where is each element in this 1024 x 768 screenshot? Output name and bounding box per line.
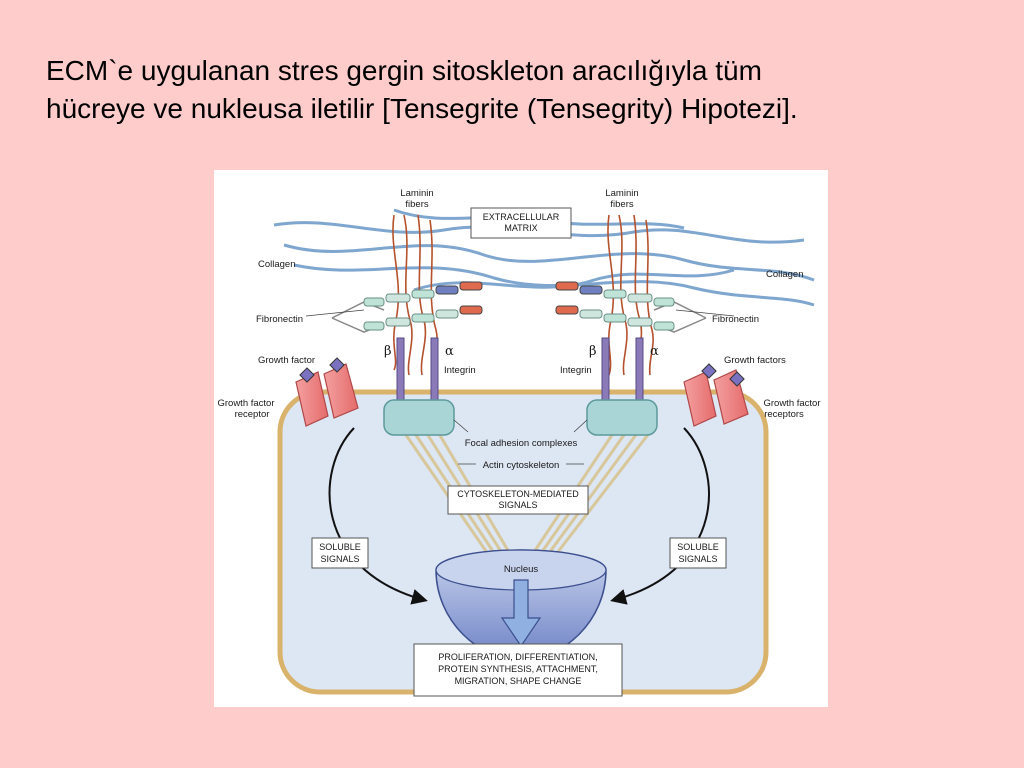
cyto-signals-box xyxy=(447,485,589,515)
nucleus-output-arrow xyxy=(500,579,542,648)
fibronectin-right xyxy=(555,281,707,333)
soluble-signals-box-right xyxy=(669,537,727,569)
beta-label-left: β xyxy=(384,344,392,359)
fibronectin-label-left: Fibronectin xyxy=(256,314,303,325)
title-line-1: ECM`e uygulanan stres gergin sitoskleton… xyxy=(46,55,762,86)
soluble-signals-right-1: SOLUBLE xyxy=(677,542,719,552)
gf-receptors-label-2: receptors xyxy=(764,409,804,420)
soluble-signal-arrow-left xyxy=(328,427,428,605)
fibronectin-left xyxy=(331,281,483,333)
nucleus-label: Nucleus xyxy=(504,564,539,575)
laminin-label-left-1: Laminin xyxy=(400,188,433,199)
ecm-label-1: EXTRACELLULAR xyxy=(483,212,560,222)
beta-label-right: β xyxy=(589,344,597,359)
outcome-box xyxy=(413,643,623,697)
outcome-label-1: PROLIFERATION, DIFFERENTIATION, xyxy=(438,652,597,662)
outcome-label-3: MIGRATION, SHAPE CHANGE xyxy=(455,676,582,686)
slide-title: ECM`e uygulanan stres gergin sitoskleton… xyxy=(46,52,996,128)
gf-receptor-label-2: receptor xyxy=(235,409,270,420)
soluble-signal-arrow-right xyxy=(610,427,710,605)
soluble-signals-box-left xyxy=(311,537,369,569)
laminin-label-right-2: fibers xyxy=(610,199,633,210)
laminin-label-right-1: Laminin xyxy=(605,188,638,199)
leader-lines xyxy=(305,309,735,465)
focal-adhesion-left xyxy=(383,399,455,436)
alpha-label-right: α xyxy=(650,344,659,359)
fibronectin-label-right: Fibronectin xyxy=(712,314,759,325)
ecm-label-2: MATRIX xyxy=(504,223,537,233)
soluble-signals-left-2: SIGNALS xyxy=(320,554,359,564)
growth-factor-receptor-right xyxy=(683,363,749,427)
collagen-label-left: Collagen xyxy=(258,259,296,270)
growth-factor-receptor-left xyxy=(295,357,359,427)
outcome-label-2: PROTEIN SYNTHESIS, ATTACHMENT, xyxy=(438,664,598,674)
growth-factor-label: Growth factor xyxy=(258,355,315,366)
integrin-label-right: Integrin xyxy=(560,365,592,376)
soluble-signals-right-2: SIGNALS xyxy=(678,554,717,564)
collagen-label-right: Collagen xyxy=(766,269,804,280)
soluble-signals-left-1: SOLUBLE xyxy=(319,542,361,552)
title-line-2: hücreye ve nukleusa iletilir [Tensegrite… xyxy=(46,93,798,124)
focal-adhesion-label: Focal adhesion complexes xyxy=(465,438,578,449)
integrin-label-left: Integrin xyxy=(444,365,476,376)
laminin-label-left-2: fibers xyxy=(405,199,428,210)
actin-label: Actin cytoskeleton xyxy=(483,460,560,471)
gf-receptors-label-1: Growth factor xyxy=(763,398,820,409)
alpha-label-left: α xyxy=(445,344,454,359)
gf-receptor-label-1: Growth factor xyxy=(217,398,274,409)
ecm-box xyxy=(470,207,572,239)
focal-adhesion-right xyxy=(586,399,658,436)
diagram-canvas: Laminin fibers Laminin fibers EXTRACELLU… xyxy=(217,188,821,697)
tensegrity-diagram: Laminin fibers Laminin fibers EXTRACELLU… xyxy=(214,170,828,707)
cyto-signals-label-2: SIGNALS xyxy=(498,500,537,510)
cyto-signals-label-1: CYTOSKELETON-MEDIATED xyxy=(457,489,579,499)
growth-factors-label: Growth factors xyxy=(724,355,786,366)
